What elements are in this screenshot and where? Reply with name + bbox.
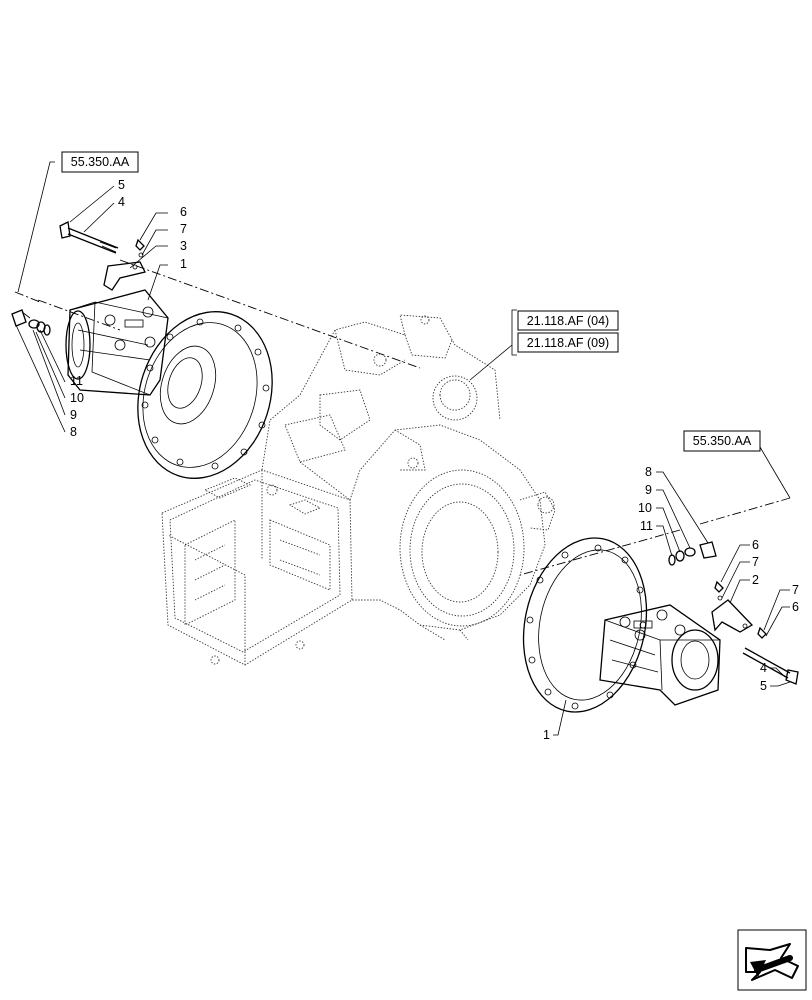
callout-number: 7	[792, 583, 799, 597]
callout-number: 11	[70, 374, 83, 388]
callout-number: 6	[792, 600, 799, 614]
callout-number: 9	[645, 483, 652, 497]
transmission-housing	[161, 314, 556, 666]
callout-number: 1	[543, 728, 550, 742]
callout-number: 3	[180, 239, 187, 253]
callout-number: 5	[118, 178, 125, 192]
callout-number: 10	[638, 501, 652, 515]
callout-number: 8	[70, 425, 77, 439]
callout-number: 4	[118, 195, 125, 209]
center-lines	[14, 259, 791, 576]
callout-number: 1	[180, 257, 187, 271]
ref-label: 55.350.AA	[693, 434, 752, 448]
ref-label: 21.118.AF (04)	[527, 314, 609, 328]
ref-label: 55.350.AA	[71, 155, 130, 169]
callout-number: 11	[640, 519, 653, 533]
right-final-drive-assembly	[522, 537, 799, 713]
callout-number: 10	[70, 391, 84, 405]
ref-label: 21.118.AF (09)	[527, 336, 609, 350]
leader-lines	[15, 161, 791, 736]
callout-number: 9	[70, 408, 77, 422]
callout-number: 2	[752, 573, 759, 587]
callout-number: 8	[645, 465, 652, 479]
callout-number: 7	[752, 555, 759, 569]
ref-box-21-118-af-09[interactable]: 21.118.AF (09)	[517, 332, 619, 353]
callout-number: 6	[180, 205, 187, 219]
right-callouts: 8 9 10 11 6 7 2 7 6 4 5 1	[543, 465, 799, 742]
ref-box-right-55-350-aa[interactable]: 55.350.AA	[683, 430, 761, 452]
ref-box-21-118-af-04[interactable]: 21.118.AF (04)	[517, 310, 619, 331]
previous-page-arrow-icon[interactable]	[737, 929, 807, 991]
left-final-drive-assembly	[11, 221, 273, 479]
callout-number: 6	[752, 538, 759, 552]
callout-number: 4	[760, 661, 767, 675]
callout-number: 7	[180, 222, 187, 236]
left-callouts: 5 4 6 7 3 1 11 10 9 8	[70, 178, 187, 439]
ref-box-left-55-350-aa[interactable]: 55.350.AA	[61, 151, 139, 173]
callout-number: 5	[760, 679, 767, 693]
